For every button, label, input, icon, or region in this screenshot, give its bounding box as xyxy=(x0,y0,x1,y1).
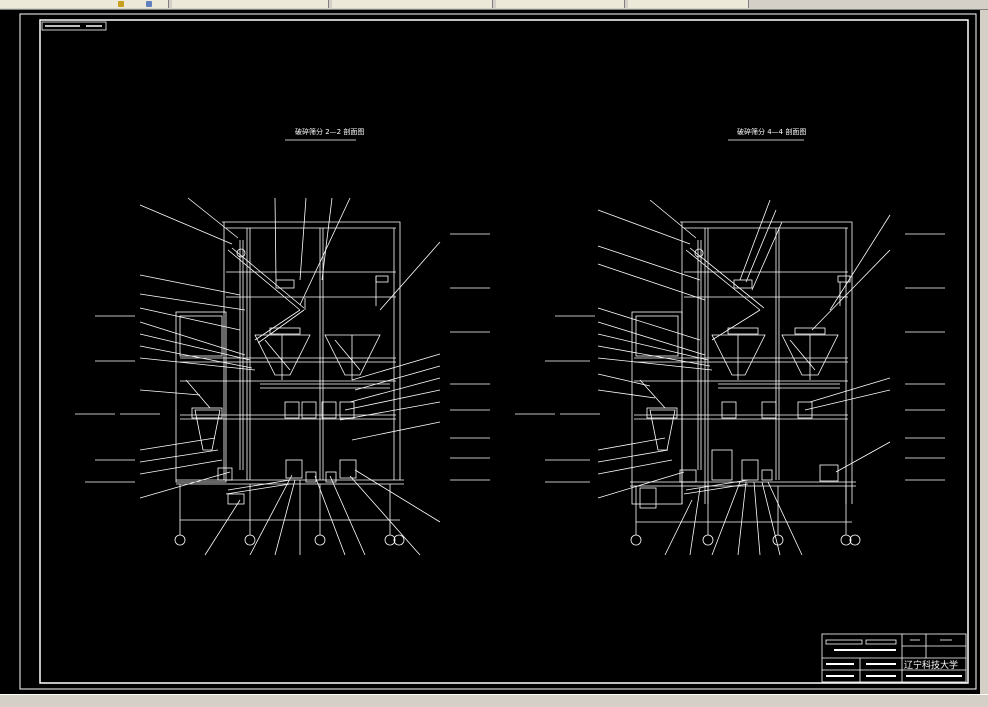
drawing-frame xyxy=(39,19,969,684)
right-section-drawing xyxy=(515,199,945,556)
right-section-title: 破碎筛分 4—4 剖面图 xyxy=(737,127,806,136)
document-tab-2[interactable] xyxy=(172,0,329,8)
cad-file-icon xyxy=(118,1,124,7)
university-name: 辽宁科技大学 xyxy=(904,659,958,671)
horizontal-scrollbar[interactable] xyxy=(0,694,988,707)
title-block xyxy=(821,633,967,683)
vertical-scrollbar[interactable] xyxy=(980,10,988,694)
paper-border xyxy=(19,13,977,690)
frame-corner-box xyxy=(41,21,107,31)
left-section-drawing xyxy=(75,197,490,556)
cad-file-icon xyxy=(146,1,152,7)
document-tab-bar xyxy=(0,0,988,10)
drawing-canvas[interactable]: 破碎筛分 2—2 剖面图 破碎筛分 4—4 剖面图 xyxy=(0,10,980,694)
document-tab-3[interactable] xyxy=(332,0,493,8)
document-tab-4[interactable] xyxy=(496,0,625,8)
left-section-title: 破碎筛分 2—2 剖面图 xyxy=(295,127,364,136)
document-tab-5[interactable] xyxy=(628,0,749,8)
document-tab-1[interactable] xyxy=(0,0,169,8)
